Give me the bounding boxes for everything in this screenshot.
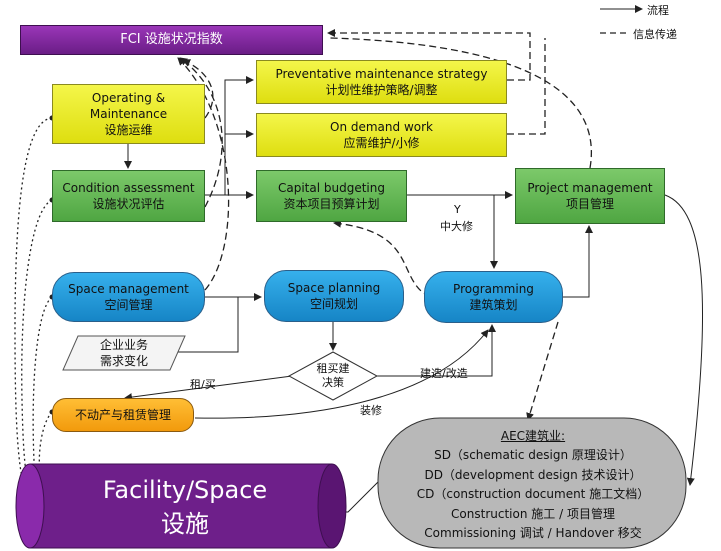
programming-to-capital-dash [333, 219, 431, 298]
sm-line2: 空间管理 [104, 298, 153, 312]
major-repair-label: 中大修 [440, 220, 473, 233]
y-label: Y [454, 203, 461, 216]
business-to-sp-line [170, 297, 239, 353]
renovation-label: 装修 [360, 404, 382, 417]
facility-cylinder [15, 463, 347, 549]
om-to-fci-dash [182, 59, 214, 119]
programming-to-aec-dash [526, 321, 559, 421]
ca-line1: Condition assessment [62, 181, 195, 195]
aec-line-dd: DD（development design 技术设计） [424, 467, 642, 482]
aec-text: AEC建筑业: SD（schematic design 原理设计） DD（dev… [392, 426, 674, 544]
project-to-fci-dash [329, 37, 593, 169]
space-management-box: Space management 空间管理 [52, 272, 205, 322]
aec-shape [377, 417, 687, 549]
programming-to-pm-arrow [563, 225, 593, 298]
fci-index-box: FCI 设施状况指数 [20, 25, 323, 55]
prm-line1: Project management [527, 181, 653, 195]
aec-title: AEC建筑业: [500, 428, 566, 443]
om-line3: 设施运维 [104, 123, 153, 137]
facility-line1: Facility/Space [102, 476, 268, 504]
pm-to-aec-arrow [664, 194, 704, 486]
prm-line2: 项目管理 [565, 197, 614, 211]
decision-line1: 租买建 [316, 362, 350, 375]
sp-line2: 空间规划 [309, 297, 358, 311]
prog-line1: Programming [453, 282, 534, 296]
facility-space-text: Facility/Space 设施 [60, 468, 310, 546]
ca-to-fci-dash [179, 57, 223, 208]
pms-line2: 计划性维护策略/调整 [325, 83, 438, 97]
real-estate-lease-box: 不动产与租赁管理 [52, 398, 194, 432]
programming-box: Programming 建筑策划 [424, 271, 563, 323]
sm-facility-dotted [32, 294, 55, 481]
odw-line2: 应需维护/小修 [343, 136, 420, 150]
rent-buy-label: 租/买 [190, 378, 216, 391]
preventative-maintenance-box: Preventative maintenance strategy 计划性维护策… [256, 60, 507, 104]
om-facility-dotted [14, 115, 55, 506]
decision-to-programming-arrow [377, 324, 496, 377]
legend-info-label: 信息传递 [633, 28, 677, 41]
decision-to-realestate-arrow [124, 375, 293, 402]
fci-label: FCI 设施状况指数 [120, 32, 223, 47]
business-line2: 需求变化 [99, 354, 148, 368]
cb-line2: 资本项目预算计划 [283, 197, 380, 211]
om-line1: Operating & [91, 91, 166, 105]
realestate-facility-dotted [38, 409, 55, 471]
cb-line1: Capital budgeting [278, 181, 385, 195]
realestate-label: 不动产与租赁管理 [74, 408, 171, 422]
odw-line1: On demand work [330, 120, 433, 134]
aec-line-cd: CD（construction document 施工文档） [416, 487, 650, 501]
pms-line1: Preventative maintenance strategy [275, 67, 488, 81]
build-renovate-label: 建造/改造 [420, 367, 468, 380]
condition-assessment-box: Condition assessment 设施状况评估 [52, 170, 205, 222]
sp-line1: Space planning [287, 281, 381, 295]
decision-diamond [287, 351, 379, 401]
ca-line2: 设施状况评估 [92, 197, 165, 211]
pm-strategy-to-fci-dash [327, 29, 531, 81]
aec-line-construction: Construction 施工 / 项目管理 [451, 506, 615, 521]
realestate-to-programming-arrow [194, 329, 489, 419]
facility-line2: 设施 [161, 510, 209, 538]
aec-line-commissioning: Commissioning 调试 / Handover 移交 [424, 526, 642, 540]
space-planning-box: Space planning 空间规划 [264, 270, 404, 322]
to-pm-strategy-arrow [224, 76, 254, 195]
sm-line1: Space management [68, 282, 189, 296]
decision-line2: 决策 [322, 376, 344, 389]
om-line2: Maintenance [89, 107, 168, 121]
on-demand-to-fci-dash [507, 38, 546, 135]
business-need-shape [62, 335, 186, 371]
on-demand-work-box: On demand work 应需维护/小修 [256, 113, 507, 157]
capital-budgeting-box: Capital budgeting 资本项目预算计划 [256, 170, 407, 222]
decision-text: 租买建 决策 [300, 360, 366, 392]
prog-line2: 建筑策划 [469, 298, 518, 312]
project-management-box: Project management 项目管理 [515, 168, 665, 224]
business-need-text: 企业业务 需求变化 [70, 336, 178, 370]
business-line1: 企业业务 [99, 338, 148, 352]
legend-flow-label: 流程 [647, 4, 669, 17]
operating-maintenance-box: Operating & Maintenance 设施运维 [52, 84, 205, 144]
aec-line-sd: SD（schematic design 原理设计） [434, 448, 632, 462]
